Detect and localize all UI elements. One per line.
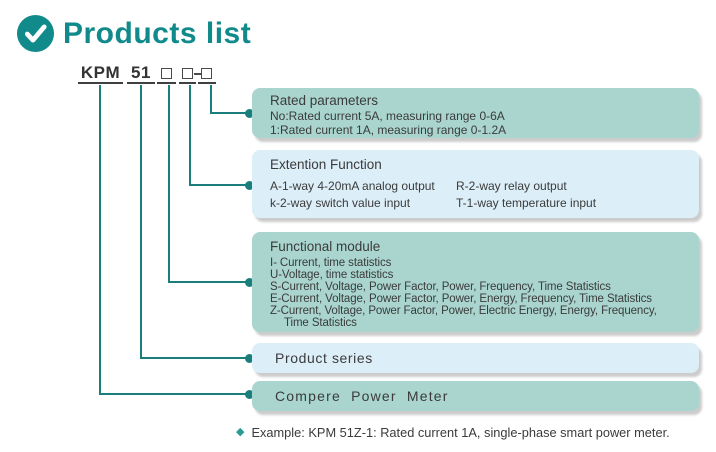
box-line: No:Rated current 5A, measuring range 0-6…: [270, 109, 505, 123]
extention-right-column: R-2-way relay output T-1-way temperature…: [456, 178, 687, 212]
box-line: U-Voltage, time statistics: [270, 269, 394, 281]
code-dash: [194, 73, 201, 75]
underline-series: [127, 82, 155, 84]
example-text: Example: KPM 51Z-1: Rated current 1A, si…: [251, 425, 670, 440]
example-note: ◆ Example: KPM 51Z-1: Rated current 1A, …: [236, 425, 670, 440]
callout-extention-function: Extention Function A-1-way 4-20mA analog…: [252, 150, 699, 218]
box-title: Compere Power Meter: [275, 388, 449, 404]
underline-slot-2: [179, 82, 196, 84]
code-series: 51: [131, 63, 151, 82]
connector-extention-function: [189, 85, 254, 190]
box-line: R-2-way relay output: [456, 179, 567, 193]
code-slot-box-2: [182, 68, 193, 79]
box-line: Z-Current, Voltage, Power Factor, Power,…: [270, 305, 657, 317]
box-title: Rated parameters: [270, 93, 379, 108]
box-line: k-2-way switch value input: [270, 196, 411, 210]
code-slot-box-3: [201, 68, 212, 79]
callout-rated-parameters: Rated parameters No:Rated current 5A, me…: [252, 88, 699, 138]
diamond-icon: ◆: [236, 426, 245, 438]
box-line: T-1-way temperature input: [456, 196, 597, 210]
box-title: Product series: [275, 350, 373, 366]
extention-left-column: A-1-way 4-20mA analog output k-2-way swi…: [270, 178, 456, 212]
connector-functional-module: [168, 85, 254, 287]
connector-rated-parameters: [210, 85, 254, 118]
page-title: Products list: [63, 17, 252, 50]
callout-product-series: Product series: [252, 343, 699, 373]
connector-product-series: [140, 85, 254, 363]
box-line: A-1-way 4-20mA analog output: [270, 179, 435, 193]
underline-slot-1: [157, 82, 176, 84]
underline-prefix: [78, 82, 123, 84]
code-slot-box-1: [161, 68, 172, 79]
box-line: Time Statistics: [284, 317, 357, 329]
box-title: Functional module: [270, 239, 381, 254]
underline-slot-3: [198, 82, 216, 84]
extention-columns: A-1-way 4-20mA analog output k-2-way swi…: [270, 178, 687, 212]
connector-compere-power-meter: [99, 85, 254, 399]
callout-compere-power-meter: Compere Power Meter: [252, 381, 699, 411]
box-line: S-Current, Voltage, Power Factor, Power,…: [270, 281, 611, 293]
box-line: E-Current, Voltage, Power Factor, Power,…: [270, 293, 652, 305]
box-line: I- Current, time statistics: [270, 257, 392, 269]
box-title: Extention Function: [270, 157, 382, 172]
callout-functional-module: Functional module I- Current, time stati…: [252, 232, 699, 332]
check-icon: [17, 15, 54, 52]
box-line: 1:Rated current 1A, measuring range 0-1.…: [270, 122, 507, 137]
code-prefix: KPM: [80, 63, 121, 82]
